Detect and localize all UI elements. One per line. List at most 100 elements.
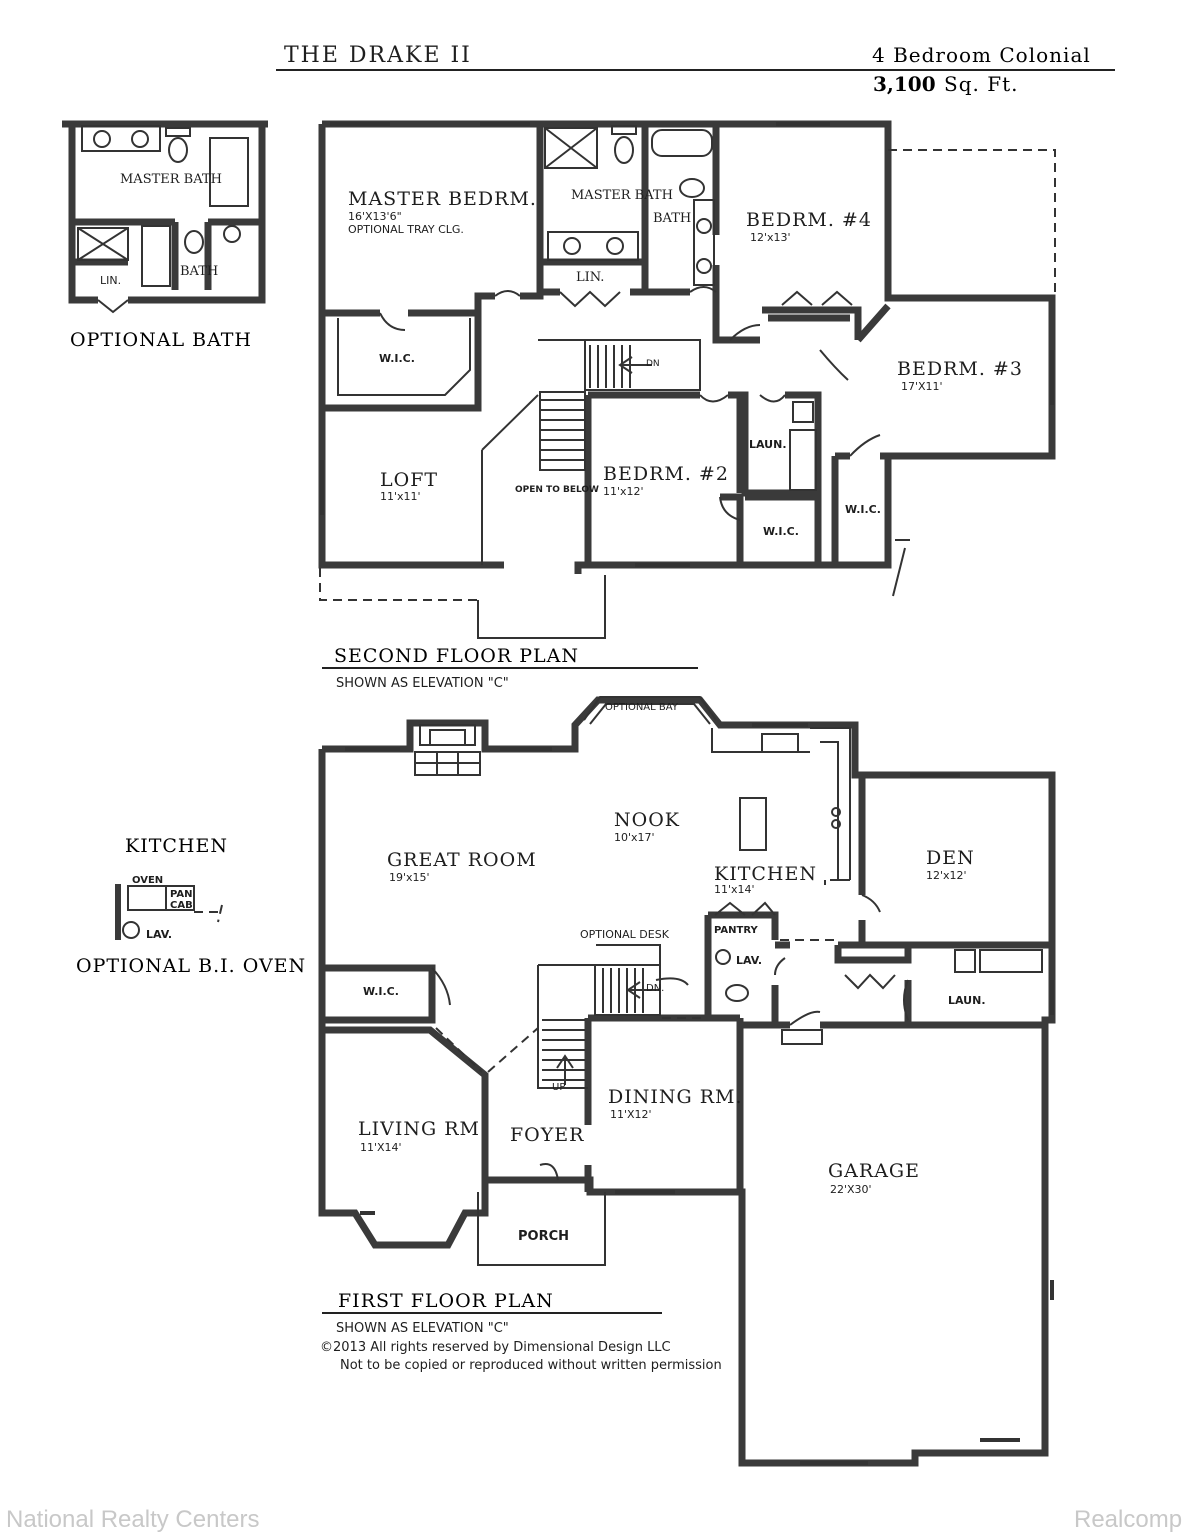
bedroom2-size: 11'x12': [603, 485, 644, 498]
bedroom3-label: BEDRM. #3: [897, 358, 1023, 380]
kitchen-option: KITCHEN OVEN PAN CAB LAV. OPTIONAL B.I. …: [76, 835, 306, 977]
living-room-size: 11'X14': [360, 1141, 402, 1154]
stair-down-arrow-icon: [626, 981, 660, 999]
toilet-icon: [184, 230, 204, 254]
sink-icon: [606, 237, 624, 255]
dining-room-label: DINING RM.: [608, 1086, 743, 1108]
living-room-label: LIVING RM: [358, 1118, 480, 1140]
first-floor-outer-walls-top: [322, 696, 1056, 945]
tub-icon: [141, 225, 171, 287]
master-wic-shelf: [337, 318, 471, 396]
porch-outline: [477, 1192, 606, 1266]
oven-label: OVEN: [132, 875, 163, 886]
lav-sink-icon: [715, 949, 731, 965]
wic3-walls: [831, 452, 888, 565]
shower-x-icon: [544, 127, 598, 169]
bedroom4-closet-doors-icon: [781, 290, 853, 306]
tub-icon: [209, 137, 249, 207]
bath-vanity: [693, 199, 715, 286]
sink-icon: [223, 225, 241, 243]
nook-label: NOOK: [614, 809, 680, 831]
master-bath-walls: [540, 124, 649, 296]
kitchen-sink-icon: [761, 733, 799, 753]
optional-desk-outline: [596, 944, 661, 965]
second-floor-porch-outline: [477, 575, 606, 639]
optional-bay-label: OPTIONAL BAY: [605, 702, 679, 713]
lav-sink-icon: [122, 921, 140, 939]
wic3-label: W.I.C.: [845, 503, 881, 516]
cooktop-burner-icon: [831, 819, 841, 829]
hearth-icon: [414, 751, 481, 776]
bath-label: BATH: [653, 211, 691, 226]
plan-title: THE DRAKE II: [284, 43, 472, 68]
first-floor-elevation: SHOWN AS ELEVATION "C": [336, 1321, 509, 1336]
second-floor-corner-detail: [892, 539, 910, 597]
bedroom4-size: 12'x13': [750, 231, 791, 244]
first-stair-up-label: UP: [552, 1082, 565, 1093]
kitchen-option-caption: OPTIONAL B.I. OVEN: [76, 955, 306, 977]
shower-x-icon: [77, 227, 129, 261]
pantry-label: PANTRY: [714, 925, 758, 936]
laundry-counter: [979, 949, 1043, 973]
open-to-below-label: OPEN TO BELOW: [515, 485, 599, 495]
stair-treads: [589, 345, 631, 388]
opt-linen-label: LIN.: [100, 274, 121, 287]
cooktop-burner-icon: [831, 807, 841, 817]
kitchen-counter-outer: [810, 727, 851, 881]
fireplace-icon: [419, 724, 476, 746]
master-vanity: [547, 231, 639, 261]
copyright-line-2: Not to be copied or reproduced without w…: [340, 1358, 722, 1373]
kitchen-option-heading: KITCHEN: [125, 835, 228, 857]
toilet-tank-icon: [611, 125, 637, 135]
second-floor-plan: MASTER BEDRM. 16'X13'6" OPTIONAL TRAY CL…: [318, 120, 1056, 691]
stair-lower-run: [539, 391, 586, 471]
loft-size: 11'x11': [380, 490, 421, 503]
double-sink-counter: [81, 125, 161, 152]
first-floor-windows: [345, 723, 1054, 1465]
first-floor-plan: OPTIONAL BAY NOOK 10'x17' GREAT ROOM 19'…: [318, 696, 1056, 1467]
master-bath-label: MASTER BATH: [571, 188, 673, 203]
toilet-tank-icon: [165, 127, 191, 137]
kitchen-label: KITCHEN: [714, 863, 817, 885]
stair-dn-label: DN: [646, 359, 660, 369]
opt-bath-label: BATH: [180, 264, 218, 279]
shower-icon: [77, 227, 129, 261]
pantry-doors-icon: [714, 901, 776, 916]
sink-icon: [696, 218, 712, 234]
watermark-left: National Realty Centers: [6, 1506, 259, 1533]
kitchen-island: [739, 797, 767, 851]
master-shower-icon: [544, 127, 598, 169]
copyright-line: ©2013 All rights reserved by Dimensional…: [320, 1340, 671, 1355]
stair-up-arrow-icon: [556, 1054, 574, 1085]
wic2-label: W.I.C.: [763, 525, 799, 538]
bedroom2-label: BEDRM. #2: [603, 463, 729, 485]
cab-label: CAB: [170, 900, 193, 911]
bedroom3-size: 17'X11': [901, 380, 943, 393]
sqft-number: 3,100: [873, 72, 936, 96]
master-bedroom-size: 16'X13'6": [348, 210, 402, 223]
den-size: 12'x12': [926, 869, 967, 882]
living-room-wic-walls: [318, 964, 489, 1180]
bath-and-bedroom4-walls: [645, 124, 891, 344]
pan-label: PAN: [170, 889, 193, 900]
laundry-label: LAUN.: [749, 438, 787, 451]
optional-bath-walls: [62, 120, 268, 304]
optional-bath-plan: MASTER BATH BATH LIN. OPTIONAL BATH: [62, 120, 268, 351]
kitchen-size: 11'x14': [714, 883, 755, 896]
optional-bath-inner-walls: [72, 218, 262, 290]
first-stair-lower-treads: [542, 1019, 585, 1081]
toilet-icon: [614, 136, 634, 164]
sink-icon: [696, 258, 712, 274]
toilet-icon: [725, 984, 749, 1002]
toilet-icon: [679, 178, 705, 198]
open-to-below-rail: [481, 394, 539, 565]
bedroom4-optional-extension: [888, 149, 1056, 298]
plan-header: THE DRAKE II 4 Bedroom Colonial 3,100 Sq…: [276, 43, 1115, 96]
watermark-right: Realcomp: [1074, 1506, 1182, 1533]
den-label: DEN: [926, 847, 975, 869]
tub-icon: [651, 129, 713, 157]
loft-optional-extension: [319, 568, 478, 601]
garage-step: [781, 1029, 823, 1045]
bedroom4-label: BEDRM. #4: [746, 209, 872, 231]
